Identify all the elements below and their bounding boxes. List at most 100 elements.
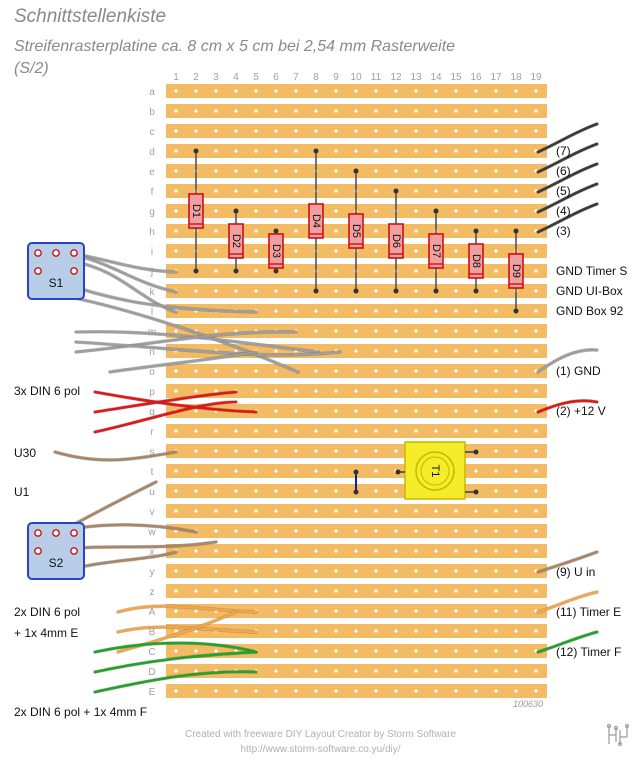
hole [474,89,478,93]
hole [414,649,418,653]
hole [294,489,298,493]
hole [214,689,218,693]
hole [394,429,398,433]
solder-point [193,268,199,274]
hole [194,489,198,493]
hole [274,649,278,653]
hole [494,469,498,473]
hole [254,449,258,453]
hole [434,149,438,153]
hole [174,689,178,693]
signal-wire-5 [536,162,599,194]
hole [234,569,238,573]
hole [254,569,258,573]
board-id: 100630 [513,699,544,709]
hole [394,109,398,113]
hole [274,669,278,673]
solder-point [393,288,399,294]
hole [334,589,338,593]
signal-wire-4 [536,182,599,214]
hole [314,549,318,553]
label-gnd-box: GND Box 92 [556,304,624,318]
hole [174,229,178,233]
hole [514,409,518,413]
hole [294,209,298,213]
row-label: p [149,387,155,398]
row-label: v [150,507,155,518]
label-din-2x-e: 2x DIN 6 pol [14,605,81,619]
hole [494,569,498,573]
hole [314,689,318,693]
hole [494,229,498,233]
footer-credit: Created with freeware DIY Layout Creator… [184,729,457,740]
hole [514,469,518,473]
diode-body-D7 [428,233,444,269]
diagram-subtitle-2: (S/2) [14,60,49,77]
solder-point [313,288,319,294]
hole [174,129,178,133]
hole [214,269,218,273]
hole [214,469,218,473]
red-wire-b [93,390,238,414]
switch-pin [52,529,60,537]
hole [274,549,278,553]
hole [334,609,338,613]
hole [254,149,258,153]
hole [414,169,418,173]
s2-wire-b [76,540,218,550]
hole [494,109,498,113]
column-label: 2 [193,72,199,83]
hole [274,89,278,93]
hole [474,649,478,653]
hole [214,209,218,213]
solder-point [353,168,359,174]
hole [414,189,418,193]
solder-point [473,288,479,294]
hole [254,429,258,433]
wire-label-11: (11) Timer E [556,605,622,619]
hole [374,589,378,593]
hole [494,209,498,213]
hole [254,129,258,133]
switch-pin [34,529,42,537]
solder-point [513,308,519,314]
wire-label-12: (12) Timer F [556,645,622,659]
hole [234,349,238,353]
hole [534,269,538,273]
hole [394,649,398,653]
hole [474,569,478,573]
hole [374,309,378,313]
hole [374,149,378,153]
row-label: s [150,447,155,458]
wire-label-5: (5) [556,184,571,198]
hole [214,149,218,153]
hole [274,689,278,693]
solder-point [473,489,479,495]
hole [314,329,318,333]
diagram-title: Schnittstellenkiste [14,6,167,27]
hole [414,289,418,293]
hole [214,249,218,253]
diode-label-D2: D2 [230,234,242,248]
switch-body-S2 [27,522,85,580]
column-label: 4 [233,72,239,83]
hole [514,489,518,493]
hole [434,509,438,513]
hole [494,349,498,353]
hole [354,689,358,693]
hole [474,529,478,533]
hole [534,109,538,113]
hole [374,89,378,93]
hole [514,109,518,113]
row-label: n [149,347,155,358]
hole [174,169,178,173]
hole [194,649,198,653]
hole [214,569,218,573]
solder-point [313,148,319,154]
hole [414,609,418,613]
hole [214,289,218,293]
hole [374,109,378,113]
hole [434,569,438,573]
hole [294,409,298,413]
hole [234,149,238,153]
